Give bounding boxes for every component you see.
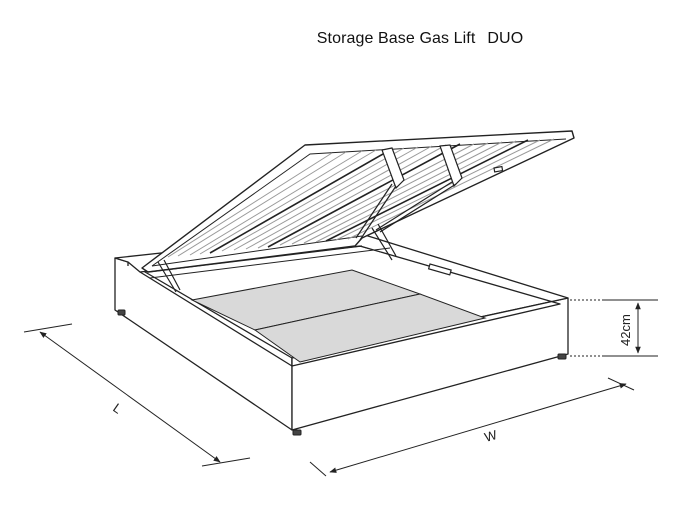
title-product-name: Storage Base Gas Lift: [316, 30, 476, 47]
lid-bracket-right: [439, 144, 463, 188]
width-arrow: [329, 383, 627, 473]
left-side-panel: [114, 257, 293, 431]
lid-rails: [209, 139, 529, 254]
height-label: 42cm: [618, 314, 633, 346]
base-boards: [190, 269, 487, 363]
gas-lift-mechanism: [157, 144, 504, 293]
foot-front: [292, 429, 302, 436]
foot-right: [557, 353, 567, 360]
length-label: L: [110, 400, 125, 416]
diagram-title: Storage Base Gas Lift DUO: [0, 30, 700, 48]
length-arrow: [39, 331, 221, 463]
gas-piston-left: [359, 185, 397, 241]
width-dimension: [309, 377, 635, 477]
lid-frame: [141, 130, 575, 273]
foot-left: [117, 309, 126, 316]
feet: [117, 309, 567, 436]
base-board-front: [253, 293, 487, 363]
width-label: W: [483, 427, 500, 445]
side-bracket: [427, 263, 452, 276]
length-dimension: [23, 323, 251, 467]
height-dimension: [570, 299, 658, 357]
title-model-name: DUO: [487, 30, 524, 47]
lid-bracket-left: [381, 147, 405, 190]
gas-piston-right: [379, 183, 457, 233]
